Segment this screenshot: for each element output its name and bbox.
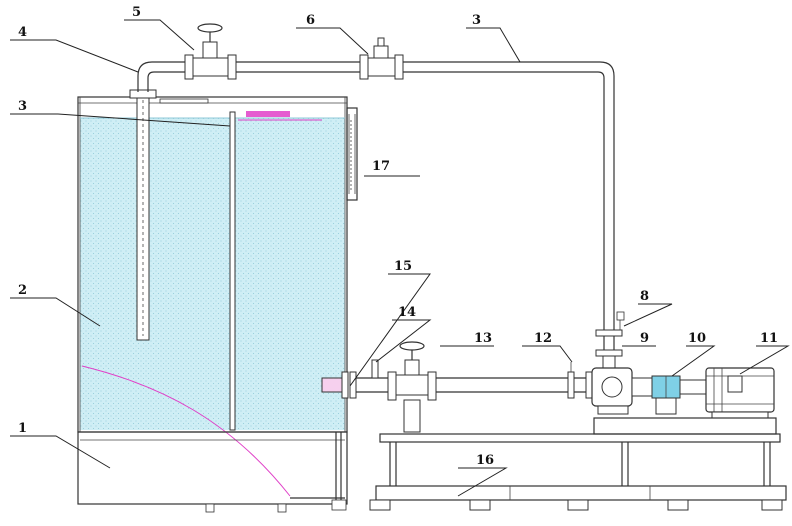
callout-2: 2 [18, 283, 27, 298]
centrifugal-pump [591, 311, 653, 415]
shaft-coupling [651, 375, 707, 415]
callout-17: 17 [372, 159, 390, 174]
callout-5: 5 [132, 5, 141, 20]
level-gauge [346, 107, 358, 201]
callout-16: 16 [476, 453, 494, 468]
magenta-tag [246, 111, 290, 117]
callout-9: 9 [640, 331, 649, 346]
magenta-curve [81, 365, 291, 497]
tank-base [77, 431, 348, 513]
callout-6: 6 [306, 13, 315, 28]
tank-baffle [229, 111, 236, 431]
leader-lines [10, 19, 790, 497]
suction-pipe [321, 359, 593, 399]
callout-labels: 4 5 6 3 3 17 2 1 15 14 13 12 8 9 10 11 1… [18, 5, 778, 468]
valve-handwheel [399, 341, 425, 351]
callout-4: 4 [18, 25, 27, 40]
return-dip-pipe [129, 89, 157, 341]
gate-valve-top [184, 23, 237, 80]
gate-valve-bottom [387, 341, 437, 433]
callout-13: 13 [474, 331, 492, 346]
check-valve [359, 37, 404, 80]
valve-handwheel [197, 23, 223, 33]
pump-base-frame [369, 417, 787, 511]
callout-15: 15 [394, 259, 412, 274]
callout-14: 14 [398, 305, 416, 320]
callout-3: 3 [18, 99, 27, 114]
callout-1: 1 [18, 421, 27, 436]
callout-11: 11 [760, 331, 778, 346]
water-tank [77, 96, 348, 497]
electric-motor [705, 367, 775, 419]
callout-12: 12 [534, 331, 552, 346]
callout-8: 8 [640, 289, 649, 304]
water-volume [80, 118, 345, 430]
callout-10: 10 [688, 331, 706, 346]
callout-3-top: 3 [472, 13, 481, 28]
